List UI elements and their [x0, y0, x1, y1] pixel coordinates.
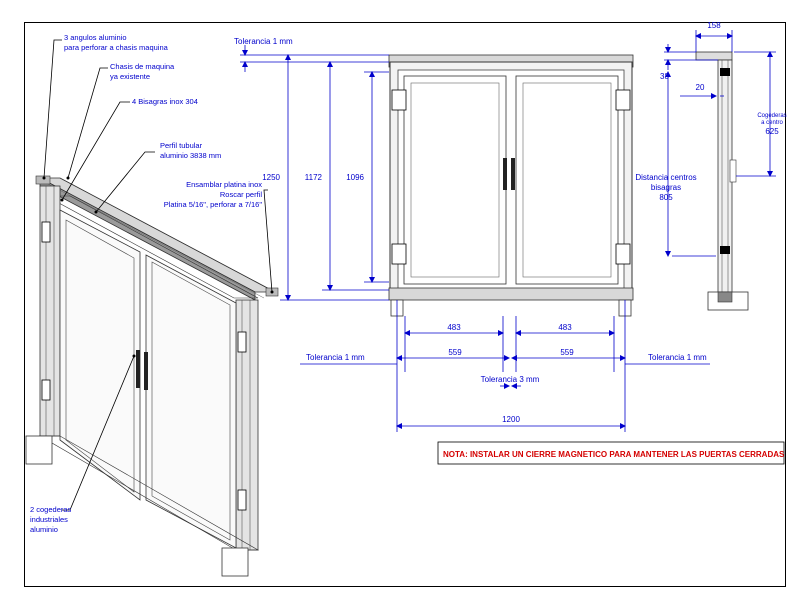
callout-leaders: [42, 39, 274, 511]
side-cogederas-2: a centro: [761, 120, 783, 126]
dim-tolerancia-right: Tolerancia 1 mm: [648, 353, 707, 362]
callout-cogederas-1: 2 cogederas: [30, 505, 72, 514]
foot-block: [25, 435, 53, 465]
side-cogederas-3: 625: [765, 127, 779, 136]
callout-perfil-2: aluminio 3838 mm: [160, 151, 221, 160]
front-view: [388, 54, 634, 317]
hinge-icon: [615, 89, 631, 111]
callout-perfil-1: Perfil tubular: [160, 141, 203, 150]
handle-icon: [136, 350, 140, 388]
side-cogederas-1: Cogederas: [757, 113, 786, 119]
callout-chasis-1: Chasis de maquina: [110, 62, 175, 71]
handle-icon: [511, 158, 515, 190]
dim-483-right: 483: [558, 323, 572, 332]
dim-483-left: 483: [447, 323, 461, 332]
isometric-view: [25, 175, 279, 577]
callout-platina-2: Roscar perfil: [220, 190, 262, 199]
side-bisagras-3: 805: [659, 193, 673, 202]
hinge-icon: [41, 379, 51, 401]
note-text: NOTA: INSTALAR UN CIERRE MAGNETICO PARA …: [443, 450, 785, 459]
callout-bisagras: 4 Bisagras inox 304: [132, 97, 198, 106]
callout-platina-1: Ensamblar platina inox: [186, 180, 262, 189]
dim-20: 20: [696, 83, 705, 92]
dim-tolerancia-left: Tolerancia 1 mm: [306, 353, 365, 362]
hinge-icon: [41, 221, 51, 243]
callout-angulos-1: 3 angulos aluminio: [64, 33, 127, 42]
callout-cogederas-2: industriales: [30, 515, 68, 524]
angle-bracket-icon: [35, 175, 51, 185]
front-dimensions: [240, 45, 710, 432]
handle-icon: [503, 158, 507, 190]
hinge-icon: [615, 243, 631, 265]
side-handle-icon: [729, 159, 737, 183]
handle-icon: [144, 352, 148, 390]
foot-block: [221, 547, 249, 577]
hinge-icon: [237, 489, 247, 511]
dim-tolerancia-top: Tolerancia 1 mm: [234, 37, 293, 46]
hinge-icon: [237, 331, 247, 353]
side-bisagras-2: bisagras: [651, 183, 681, 192]
dim-1096: 1096: [346, 173, 364, 182]
callout-platina-3: Platina 5/16", perforar a 7/16": [164, 200, 263, 209]
hinge-icon: [720, 68, 730, 76]
side-bisagras-1: Distancia centros: [635, 173, 696, 182]
hinge-icon: [391, 243, 407, 265]
front-left-door: [403, 75, 507, 285]
dim-1172: 1172: [305, 173, 323, 182]
right-door: [145, 254, 237, 549]
dim-158: 158: [707, 21, 721, 30]
dim-1250: 1250: [262, 173, 280, 182]
drawing-border: [24, 22, 786, 587]
front-right-door: [515, 75, 619, 285]
dim-559-right: 559: [560, 348, 574, 357]
note-box: [437, 441, 785, 465]
dim-38: 38: [660, 72, 669, 81]
callout-cogederas-3: aluminio: [30, 525, 58, 534]
side-view: [695, 51, 749, 311]
hinge-icon: [391, 89, 407, 111]
callout-chasis-2: ya existente: [110, 72, 150, 81]
dim-1200: 1200: [502, 415, 520, 424]
hinge-icon: [720, 246, 730, 254]
side-dimensions: [664, 30, 776, 257]
left-door: [59, 209, 141, 501]
dim-559-left: 559: [448, 348, 462, 357]
dim-tolerancia-center: Tolerancia 3 mm: [481, 375, 540, 384]
callout-angulos-2: para perforar a chasis maquina: [64, 43, 169, 52]
